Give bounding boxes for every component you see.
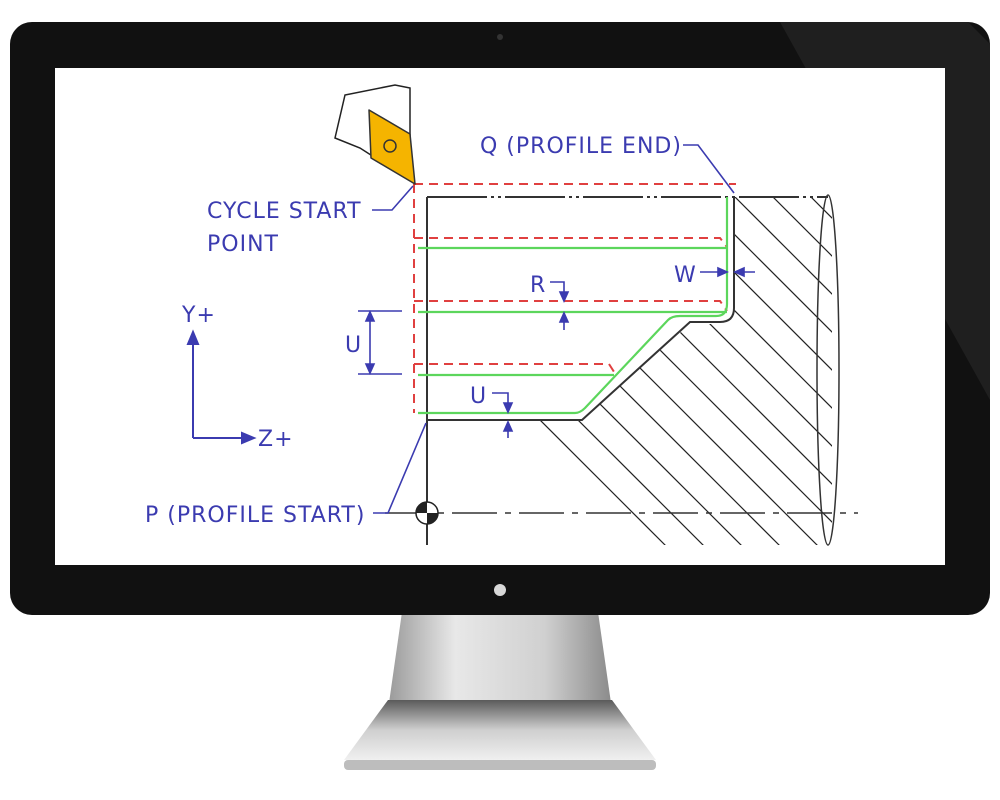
cycle-start-label-2: POINT — [207, 232, 279, 257]
tool-holder-icon — [334, 84, 416, 185]
hatch-line — [717, 197, 832, 545]
z-axis-label: Z+ — [258, 427, 294, 452]
camera-icon — [497, 34, 503, 40]
hatch-line — [679, 197, 832, 545]
axis-indicator — [186, 329, 257, 445]
center-symbol — [415, 501, 439, 525]
power-button[interactable] — [494, 584, 506, 596]
screen — [55, 68, 945, 565]
profile-end-label: Q (PROFILE END) — [480, 134, 682, 159]
cycle-start-label: CYCLE START — [207, 199, 362, 224]
r-dimension-label: R — [530, 273, 546, 298]
hatch-line — [755, 197, 832, 545]
w-dimension-label: W — [674, 263, 697, 288]
dimension-lines — [358, 144, 755, 514]
u-finish-label: U — [470, 384, 487, 409]
u-dimension-label: U — [345, 333, 362, 358]
monitor-stand — [344, 612, 656, 770]
part-outline — [426, 194, 840, 546]
profile-start-label: P (PROFILE START) — [145, 503, 365, 528]
rapid-paths — [413, 183, 736, 413]
cutting-paths — [418, 197, 729, 415]
y-axis-label: Y+ — [181, 303, 216, 328]
